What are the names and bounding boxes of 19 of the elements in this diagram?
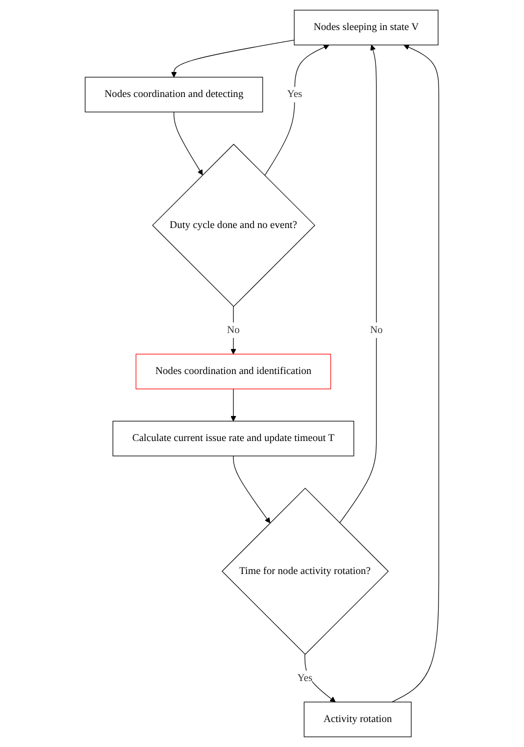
- node-box: Calculate current issue rate and update timeout T: [112, 420, 354, 456]
- arrow: [339, 44, 377, 524]
- arrow: [264, 44, 330, 176]
- node-box: Nodes coordination and detecting: [84, 76, 264, 112]
- node-box: Activity rotation: [304, 702, 412, 738]
- edge-label: No: [370, 324, 383, 336]
- node-diamond: Time for node activity rotation?: [222, 488, 389, 655]
- arrow: [392, 44, 440, 702]
- arrow: [233, 456, 270, 524]
- edge-label: Yes: [287, 88, 302, 100]
- arrow: [230, 388, 236, 422]
- node-diamond: Duty cycle done and no event?: [152, 144, 316, 307]
- node-box: Nodes coordination and identification: [136, 354, 332, 390]
- arrow: [171, 40, 295, 78]
- edge-label: No: [227, 324, 240, 336]
- edge-label: Yes: [297, 672, 312, 684]
- node-box: Nodes sleeping in state V: [294, 10, 438, 46]
- arrow: [174, 112, 203, 176]
- arrow: [304, 654, 336, 702]
